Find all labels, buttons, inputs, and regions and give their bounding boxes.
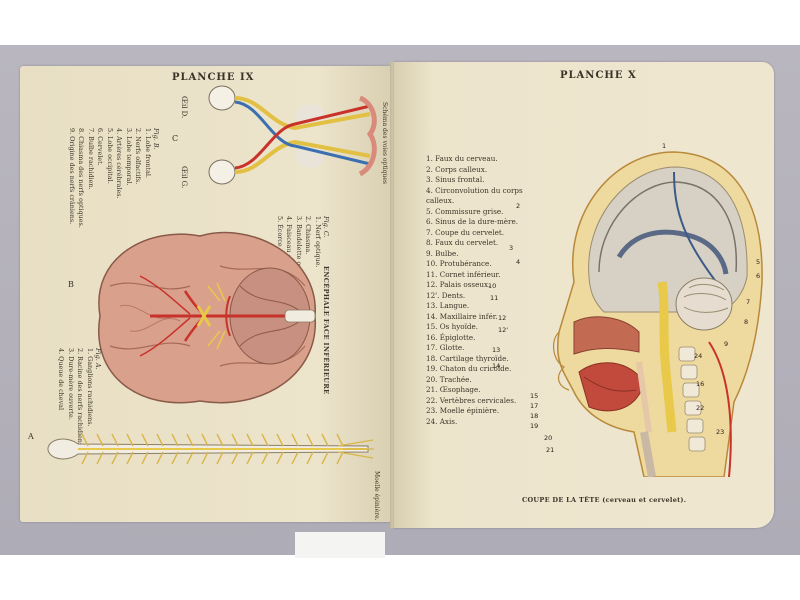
part-label: 9 xyxy=(724,340,729,348)
part-label: 4 xyxy=(516,258,521,266)
part-label: 5 xyxy=(756,258,761,266)
book-gutter xyxy=(390,62,396,528)
schema-caption: Schéma des voies optiques xyxy=(381,102,388,185)
open-book: PLANCHE IX C Œil G. Œil D. Schéma des vo… xyxy=(16,62,788,530)
part-label: 22 xyxy=(696,404,705,412)
part-label: 18 xyxy=(530,412,539,420)
legend-item: 4. Circonvolution du corps calleux. xyxy=(426,185,523,206)
part-label: 23 xyxy=(716,428,725,436)
legend-item: 20. Trachée. xyxy=(426,374,472,384)
plate-ix-title: PLANCHE IX xyxy=(172,72,255,83)
letter-a: A xyxy=(28,432,34,441)
fig-b-item: 6. Cervelet. xyxy=(96,128,105,166)
legend-item: 12'. Dents. xyxy=(426,290,466,300)
blank-label-card xyxy=(295,532,385,558)
part-label: 12' xyxy=(498,326,509,334)
fig-b-item: 9. Origine des nerfs crâniens. xyxy=(68,128,76,225)
part-label: 19 xyxy=(530,422,539,430)
part-label: 15 xyxy=(530,392,539,400)
legend-item: 5. Commissure grise. xyxy=(426,206,504,216)
legend-item: 23. Moelle épinière. xyxy=(426,406,500,415)
legend-item: 6. Sinus de la dure-mère. xyxy=(426,217,518,226)
legend-item: 18. Cartilage thyroïde. xyxy=(426,353,509,363)
legend-item: 7. Coupe du cervelet. xyxy=(426,227,505,237)
legend-item: 24. Axis. xyxy=(426,416,458,426)
part-label: 24 xyxy=(694,352,703,360)
spinal-cord-illustration xyxy=(47,433,374,465)
plate-x-title: PLANCHE X xyxy=(560,70,637,81)
fig-b-item: 7. Bulbe rachidien. xyxy=(87,128,95,190)
legend-item: 16. Épiglotte. xyxy=(426,332,476,342)
optic-pathway-schema xyxy=(208,85,377,185)
legend-item: 17. Glotte. xyxy=(426,343,465,352)
fig-b-item: 8. Chiasma des nerfs optiques. xyxy=(77,128,86,228)
legend-item: 21. Œsophage. xyxy=(426,385,481,394)
part-label: 21 xyxy=(546,446,555,454)
part-label: 13 xyxy=(492,346,501,354)
legend-item: 13. Langue. xyxy=(426,301,470,310)
part-label: 20 xyxy=(544,434,553,442)
fig-b-item: 2. Nerfs olfactifs. xyxy=(134,128,143,185)
part-label: 14 xyxy=(492,362,501,370)
plate-x-caption: COUPE DE LA TÊTE (cerveau et cervelet). xyxy=(522,496,687,504)
part-label: 17 xyxy=(530,402,539,410)
fig-b-item: 1. Lobe frontal. xyxy=(144,128,152,178)
part-label: 1 xyxy=(662,142,667,150)
fig-b-label: Fig. B. xyxy=(152,128,160,150)
eye-right-label: Œil D. xyxy=(180,96,188,119)
part-label: 12 xyxy=(498,314,507,322)
legend-item: 11. Cornet inférieur. xyxy=(426,269,501,279)
fig-b-item: 3. Lobe temporal. xyxy=(125,128,133,186)
spine-caption: Moelle épinière. xyxy=(373,471,380,521)
part-label: 7 xyxy=(746,298,751,306)
part-label: 6 xyxy=(756,272,761,280)
legend-item: 3. Sinus frontal. xyxy=(426,175,485,184)
fig-b-item: 5. Lobe occipital. xyxy=(106,128,114,184)
letter-b: B xyxy=(68,280,74,289)
legend-item: 9. Bulbe. xyxy=(426,248,459,258)
legend-item: 12. Palais osseux. xyxy=(426,280,491,289)
head-section-illustration xyxy=(552,151,763,477)
left-page: PLANCHE IX C Œil G. Œil D. Schéma des vo… xyxy=(20,66,392,522)
part-label: 10 xyxy=(488,282,497,290)
part-label: 2 xyxy=(516,202,521,210)
legend-item: 10. Protubérance. xyxy=(426,259,492,268)
part-label: 3 xyxy=(509,244,514,252)
fig-b-legend: Fig. B. 1. Lobe frontal. 2. Nerfs olfact… xyxy=(67,128,160,228)
plate-x-legend: 1. Faux du cerveau. 2. Corps calleux. 3.… xyxy=(426,154,534,427)
legend-item: 14. Maxillaire infér. xyxy=(426,311,498,321)
part-label: 16 xyxy=(696,380,705,388)
legend-item: 22. Vertèbres cervicales. xyxy=(426,395,517,405)
right-page: PLANCHE X 1. Faux du cerveau. 2. Corps c… xyxy=(394,62,774,528)
legend-item: 2. Corps calleux. xyxy=(426,164,488,174)
eye-left-label: Œil G. xyxy=(180,166,188,189)
brain-inferior-illustration xyxy=(98,231,316,404)
legend-item: 8. Faux du cervelet. xyxy=(426,238,499,247)
legend-item: 19. Chaton du cricoïde. xyxy=(426,364,512,373)
fig-b-list: 1. Lobe frontal. 2. Nerfs olfactifs. 3. … xyxy=(67,128,152,228)
legend-item: 1. Faux du cerveau. xyxy=(426,154,498,163)
letter-c: C xyxy=(172,134,179,143)
part-label: 11 xyxy=(490,294,499,302)
legend-item: 15. Os hyoïde. xyxy=(426,322,479,331)
part-label: 8 xyxy=(744,318,749,326)
fig-b-item: 4. Artères cérébrales. xyxy=(115,128,124,199)
brain-caption: ENCÉPHALE FACE INFÉRIEURE xyxy=(322,266,330,395)
